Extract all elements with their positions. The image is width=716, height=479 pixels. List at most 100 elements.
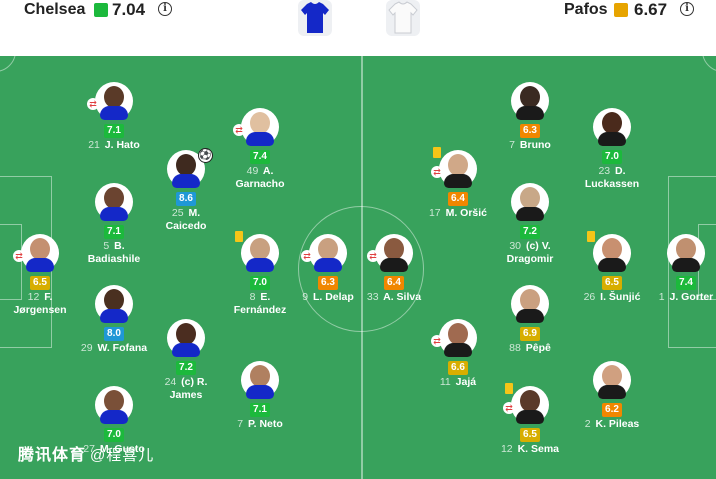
player-rating-badge: 7.1 — [104, 225, 124, 239]
player-avatar — [593, 361, 631, 399]
away-rating-indicator — [614, 3, 628, 17]
away-team-name[interactable]: Pafos — [564, 1, 608, 18]
player-number: 5 — [103, 240, 110, 252]
home-info-icon[interactable]: i — [158, 2, 172, 16]
player-rating-badge: 6.3 — [318, 276, 338, 290]
player-avatar — [95, 386, 133, 424]
player-number: 88 — [509, 342, 521, 354]
player-rating-badge: 8.0 — [104, 327, 124, 341]
player-number: 7 — [237, 418, 244, 430]
player-rating-badge: 7.1 — [250, 403, 270, 417]
player-number: 30 — [509, 240, 522, 252]
player-number: 33 — [366, 291, 379, 303]
player-avatar: ⇄ — [13, 234, 59, 272]
yellow-card-icon — [235, 231, 243, 242]
player-rating-badge: 7.0 — [602, 150, 622, 164]
watermark-handle: @程喜儿 — [90, 447, 155, 464]
player-photo — [602, 365, 622, 387]
player-name: 25 M. — [171, 207, 201, 219]
player-rating-badge: 7.1 — [104, 124, 124, 138]
substitution-icon: ⇄ — [87, 98, 99, 110]
goal-ball-icon: ⚽ — [198, 148, 213, 163]
player-shirt — [672, 258, 700, 272]
player-photo — [104, 289, 124, 311]
player-name: 88 Pêpê — [509, 342, 551, 354]
away-info-icon[interactable]: i — [680, 2, 694, 16]
player-rating-badge: 6.4 — [448, 192, 468, 206]
player-name: 49 A. — [246, 165, 274, 177]
player-rating-badge: 7.4 — [676, 276, 696, 290]
player-photo — [250, 238, 270, 260]
player-number: 9 — [302, 291, 309, 303]
player-shirt — [444, 343, 472, 357]
player-rating-badge: 7.4 — [250, 150, 270, 164]
player-rating-badge: 7.2 — [520, 225, 540, 239]
player-avatar — [511, 183, 549, 221]
player-photo — [318, 238, 338, 260]
player-number: 27 — [83, 443, 95, 455]
player-shirt — [100, 207, 128, 221]
player-name: 33 A. Silva — [366, 291, 422, 303]
player-shirt — [100, 106, 128, 120]
home-team-name[interactable]: Chelsea — [24, 1, 86, 18]
player-name: 8 E. — [249, 291, 271, 303]
player-shirt — [246, 258, 274, 272]
player-avatar — [587, 231, 631, 272]
substitution-icon: ⇄ — [431, 335, 443, 347]
player-photo — [520, 187, 540, 209]
player-photo — [448, 154, 468, 176]
player-shirt — [598, 385, 626, 399]
player-name-line2: Dragomir — [506, 253, 554, 265]
player-avatar — [241, 361, 279, 399]
player-shirt — [516, 207, 544, 221]
player-avatar — [667, 234, 705, 272]
player-photo — [30, 238, 50, 260]
player-avatar — [593, 108, 631, 146]
player-name: 2 K. Pileas — [584, 418, 640, 430]
player-avatar — [167, 319, 205, 357]
player-photo — [384, 238, 404, 260]
player-rating-badge: 6.5 — [602, 276, 622, 290]
left-goal-box — [0, 224, 22, 300]
player-shirt — [100, 410, 128, 424]
player-avatar — [95, 285, 133, 323]
player-name: 17 M. Oršić — [428, 207, 488, 219]
player-name: 24 (c) R. — [164, 376, 208, 388]
player-name-line2: James — [169, 389, 203, 401]
player-avatar: ⇄ — [87, 82, 133, 120]
player-number: 25 — [171, 207, 184, 219]
player-rating-badge: 7.0 — [104, 428, 124, 442]
player-rating-badge: 7.0 — [250, 276, 270, 290]
player-avatar: ⚽ — [167, 148, 213, 188]
yellow-card-icon — [505, 383, 513, 394]
player-photo — [250, 112, 270, 134]
player-rating-badge: 6.3 — [520, 124, 540, 138]
player-photo — [176, 323, 196, 345]
player-number: 21 — [88, 139, 100, 151]
player-name: 30 (c) V. — [509, 240, 551, 252]
home-rating-indicator — [94, 3, 108, 17]
match-header: Chelsea 7.04 i Pafos 6.67 i — [0, 0, 716, 56]
